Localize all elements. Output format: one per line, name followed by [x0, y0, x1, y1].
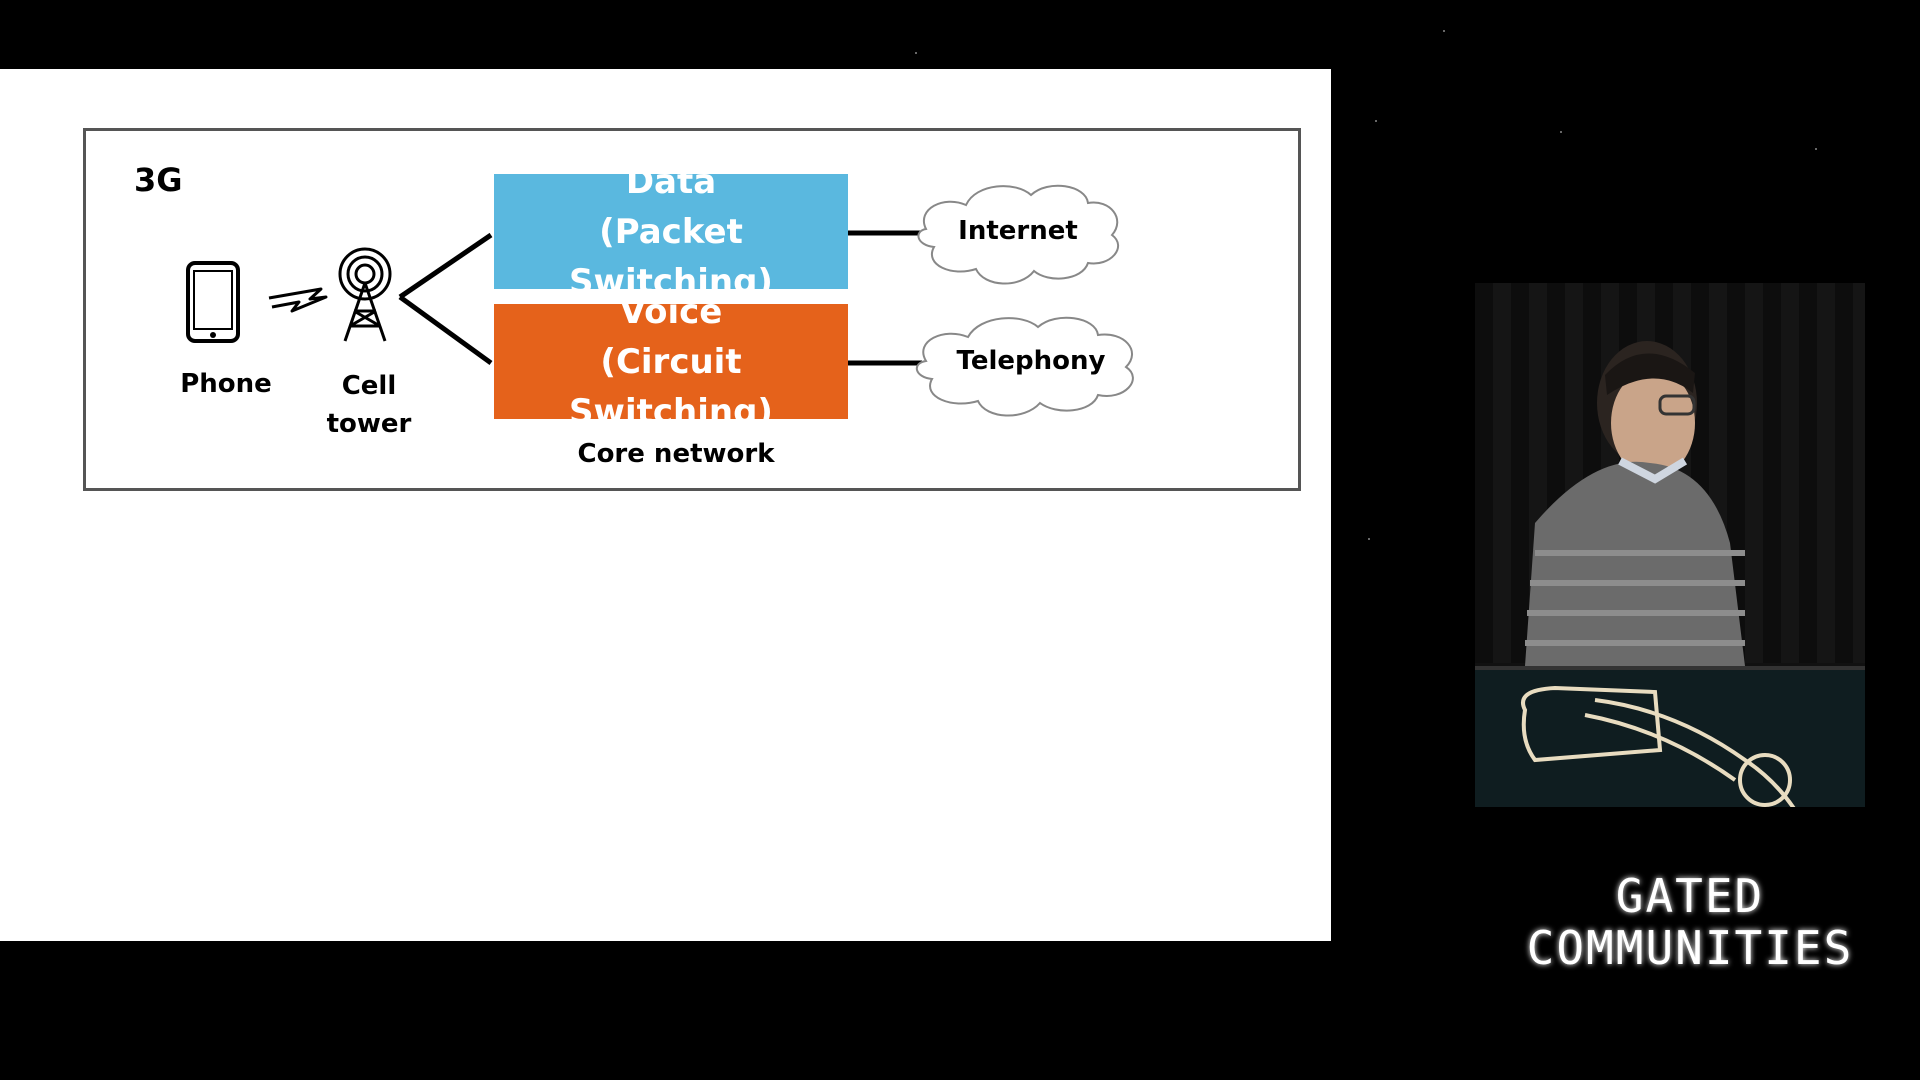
presentation-slide: 3G — [0, 69, 1331, 941]
logo-line2: COMMUNITIES — [1526, 921, 1854, 975]
logo-line1: GATED — [1615, 869, 1765, 923]
link-tower-data — [398, 232, 493, 300]
data-packet-switching-box: Data (Packet Switching) — [494, 162, 848, 302]
phone-label: Phone — [180, 369, 272, 399]
data-box-subtitle: (Packet Switching) — [569, 211, 773, 302]
star — [1443, 30, 1445, 32]
speaker-video — [1475, 283, 1865, 807]
telephony-cloud — [916, 316, 1134, 417]
internet-cloud — [917, 184, 1119, 285]
internet-label: Internet — [958, 216, 1078, 246]
diagram-frame: 3G — [83, 128, 1301, 491]
star — [915, 52, 917, 54]
core-network-label: Core network — [577, 439, 775, 469]
event-logo: GATED COMMUNITIES — [1500, 870, 1880, 974]
data-box-title: Data — [625, 161, 717, 202]
star — [1560, 131, 1562, 133]
cell-tower-icon — [338, 247, 392, 342]
podium — [1475, 666, 1865, 807]
lightning-icon — [268, 287, 328, 313]
link-tower-voice — [398, 294, 493, 366]
cell-tower-label-line2: tower — [326, 409, 412, 439]
cell-tower-label: Cell tower — [309, 367, 429, 443]
voice-circuit-switching-box: Voice (Circuit Switching) — [494, 292, 848, 432]
cell-tower-label-line1: Cell — [341, 371, 397, 401]
star — [1815, 148, 1817, 150]
speaker-figure — [1525, 341, 1745, 666]
star — [1375, 120, 1377, 122]
telephony-label: Telephony — [956, 346, 1106, 376]
voice-box-title: Voice — [619, 291, 723, 332]
star — [1368, 538, 1370, 540]
phone-icon — [186, 261, 240, 343]
podium-logo-graphic — [1521, 685, 1796, 807]
diagram-graphics — [186, 184, 1134, 417]
generation-label: 3G — [134, 161, 183, 199]
voice-box-subtitle: (Circuit Switching) — [569, 341, 773, 432]
